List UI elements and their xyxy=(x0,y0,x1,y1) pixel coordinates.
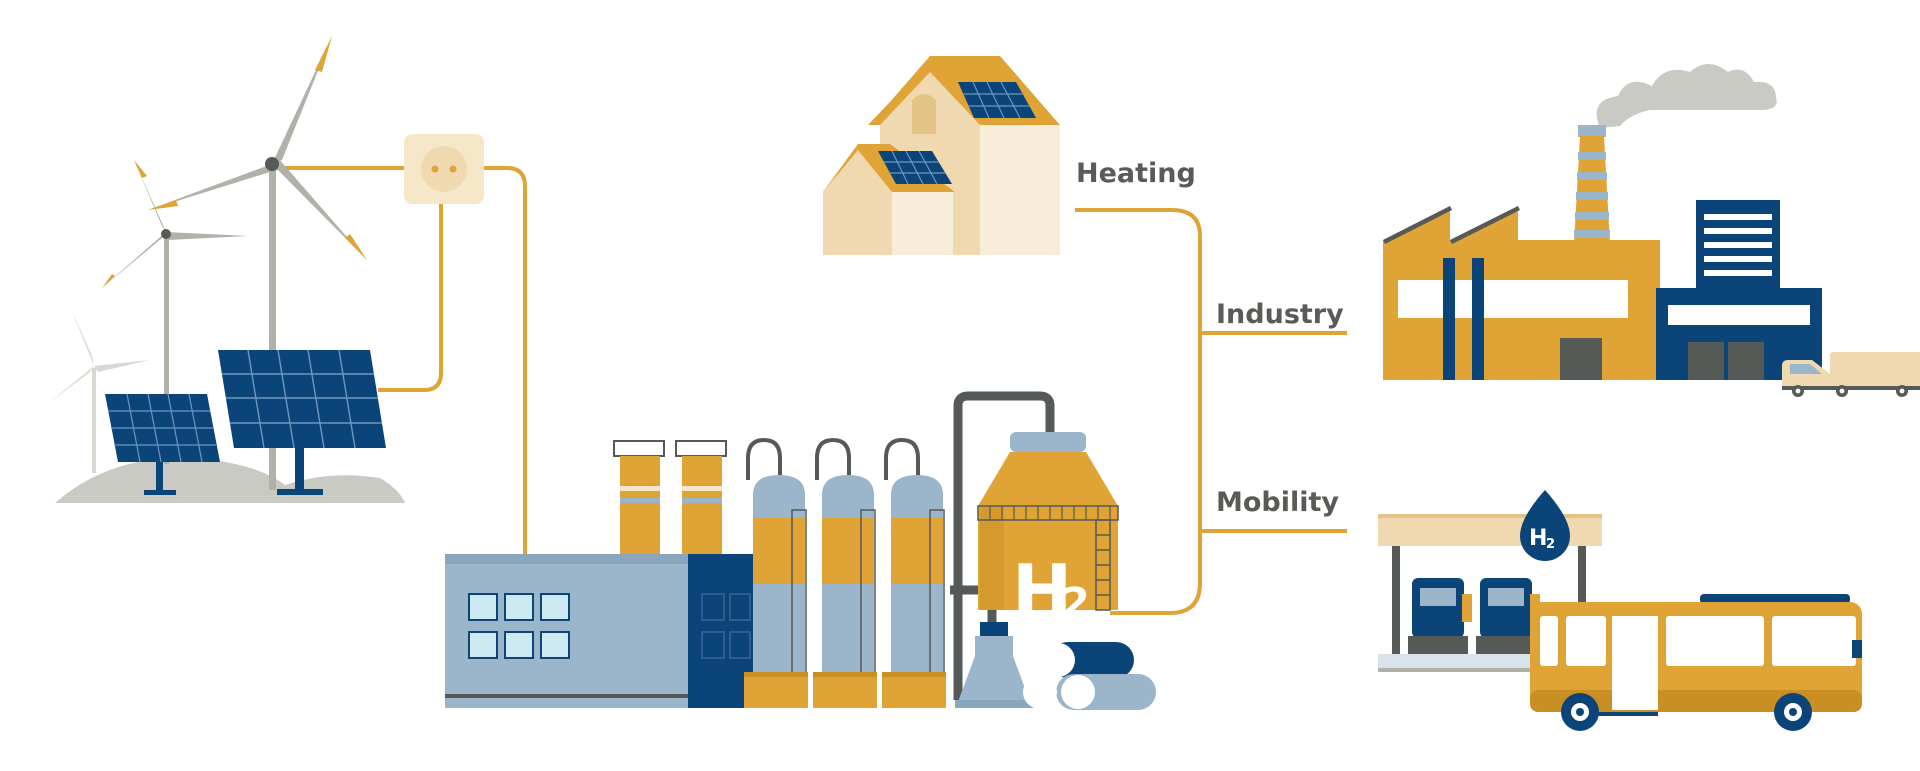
plant-vessel xyxy=(955,622,1035,708)
plant-pipes-stack xyxy=(1023,642,1156,710)
bus-icon xyxy=(1530,594,1862,731)
renewable-energy-group xyxy=(50,36,405,503)
solar-panel-large-icon xyxy=(218,349,386,495)
station-h2-symbol: H xyxy=(1529,526,1547,551)
tank-to-hub-line xyxy=(1075,208,1202,615)
electrolyzer-h2-symbol: H xyxy=(1012,549,1072,633)
mobility-label: Mobility xyxy=(1216,487,1339,518)
electrolysis-plant: H 2 xyxy=(445,391,1156,710)
plant-pipe xyxy=(953,391,1055,700)
smoke-cloud-icon xyxy=(1596,64,1777,128)
factory-industry-icon xyxy=(1383,64,1920,397)
power-socket-icon xyxy=(404,134,484,204)
hydrogen-station-mobility-icon: H 2 xyxy=(1378,490,1862,731)
heating-label: Heating xyxy=(1076,158,1196,189)
plant-windows xyxy=(468,593,570,659)
electrolyzer-h2-subscript: 2 xyxy=(1062,580,1090,626)
wind-turbine-medium-icon xyxy=(102,160,248,464)
wind-turbine-small-icon xyxy=(50,306,150,473)
plant-chimney-icon xyxy=(613,440,727,556)
houses-heating-icon xyxy=(823,56,1060,255)
hill xyxy=(55,457,405,503)
fuel-pump-icon xyxy=(1408,578,1540,654)
hydrogen-tank-icon: H 2 xyxy=(977,432,1119,633)
hydrogen-drop-icon: H 2 xyxy=(1520,490,1570,561)
solar-panel-small-icon xyxy=(105,393,220,495)
socket-to-factory-line xyxy=(484,166,527,555)
connection-lines xyxy=(272,166,1347,615)
truck-icon xyxy=(1782,352,1920,397)
wind-turbine-large-icon xyxy=(148,36,367,490)
solar-to-socket-line xyxy=(378,204,443,392)
station-h2-subscript: 2 xyxy=(1546,537,1555,552)
electrolyzer-columns xyxy=(744,437,946,708)
industry-label: Industry xyxy=(1216,299,1344,330)
